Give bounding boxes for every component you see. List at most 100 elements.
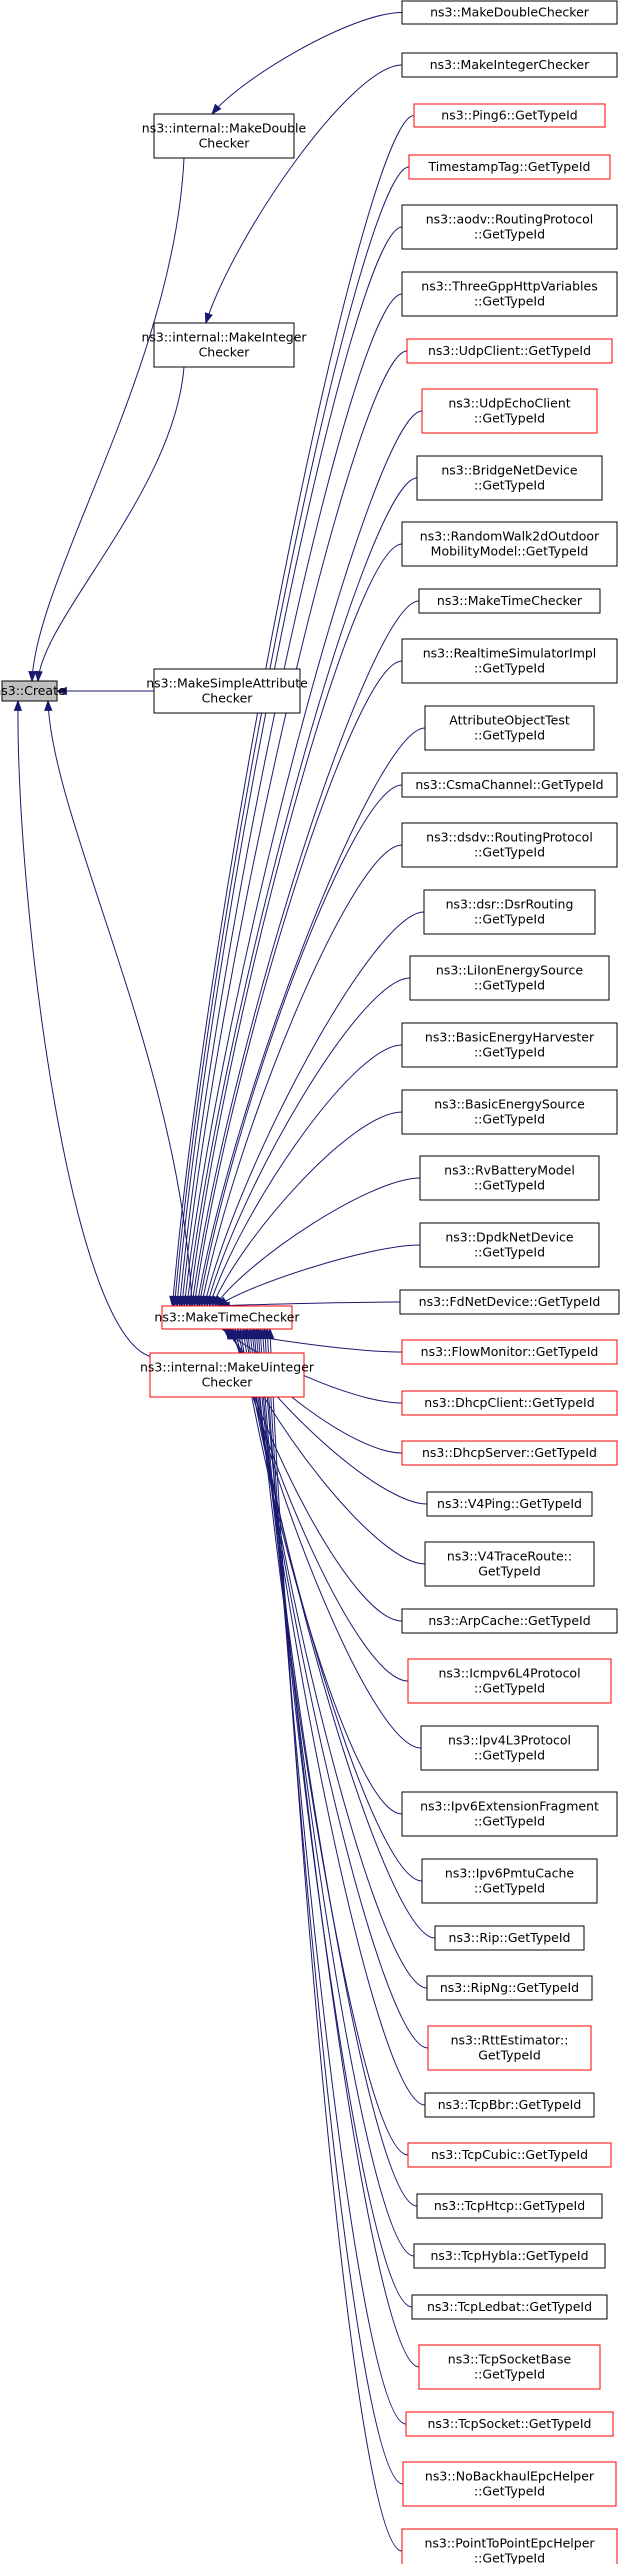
edge-r32-to-mk_time bbox=[242, 1328, 423, 1882]
node-label-line: ::GetTypeId bbox=[474, 661, 545, 676]
node-box bbox=[161, 1305, 293, 1330]
edge-r13-to-mk_time bbox=[196, 727, 426, 1307]
node-label-line: Checker bbox=[202, 1375, 254, 1390]
node-ns3-dsdv-routingprotocol-gettypeid[interactable]: ns3::dsdv::RoutingProtocol::GetTypeId bbox=[401, 822, 618, 868]
node-box bbox=[401, 1022, 618, 1068]
node-ns3-flowmonitor-gettypeid[interactable]: ns3::FlowMonitor::GetTypeId bbox=[401, 1339, 618, 1365]
node-ns3-basicenergyharvester-gettypeid[interactable]: ns3::BasicEnergyHarvester::GetTypeId bbox=[401, 1022, 618, 1068]
node-ns3-tcpcubic-gettypeid[interactable]: ns3::TcpCubic::GetTypeId bbox=[407, 2142, 612, 2168]
node-ns3-tcpsocket-gettypeid[interactable]: ns3::TcpSocket::GetTypeId bbox=[405, 2411, 614, 2437]
node-ns3-makedoublechecker[interactable]: ns3::MakeDoubleChecker bbox=[401, 0, 618, 25]
node-ns3-tcpsocketbase-gettypeid[interactable]: ns3::TcpSocketBase::GetTypeId bbox=[418, 2344, 601, 2390]
node-box bbox=[401, 2528, 618, 2564]
edge-arrowhead bbox=[44, 699, 53, 712]
node-label-line: ns3::V4TraceRoute:: bbox=[447, 1549, 572, 1564]
node-box bbox=[421, 1858, 598, 1904]
node-ns3-ripng-gettypeid[interactable]: ns3::RipNg::GetTypeId bbox=[426, 1975, 593, 2001]
node-ns3-rvbatterymodel-gettypeid[interactable]: ns3::RvBatteryModel::GetTypeId bbox=[419, 1155, 600, 1201]
node-ns3-maketimechecker[interactable]: ns3::MakeTimeChecker bbox=[418, 588, 601, 614]
node-ns3-ping6-gettypeid[interactable]: ns3::Ping6::GetTypeId bbox=[413, 103, 606, 128]
node-label-line: ns3::BasicEnergyHarvester bbox=[425, 1030, 595, 1045]
edge-mk_time-to-create bbox=[47, 700, 193, 1307]
node-ns3-tcphybla-gettypeid[interactable]: ns3::TcpHybla::GetTypeId bbox=[413, 2243, 606, 2269]
node-label-line: ::GetTypeId bbox=[474, 912, 545, 927]
node-timestamptag-gettypeid[interactable]: TimestampTag::GetTypeId bbox=[408, 154, 611, 180]
node-ns3-tcpledbat-gettypeid[interactable]: ns3::TcpLedbat::GetTypeId bbox=[411, 2294, 608, 2320]
node-label-line: ::GetTypeId bbox=[474, 1881, 545, 1896]
node-label-line: ns3::Ipv4L3Protocol bbox=[448, 1733, 571, 1748]
node-ns3-udpclient-gettypeid[interactable]: ns3::UdpClient::GetTypeId bbox=[406, 338, 613, 364]
node-ns3-dpdknetdevice-gettypeid[interactable]: ns3::DpdkNetDevice::GetTypeId bbox=[419, 1222, 600, 1268]
node-label-line: ns3::BasicEnergySource bbox=[434, 1097, 585, 1112]
node-box bbox=[416, 455, 603, 501]
node-ns3-icmpv6l4protocol-gettypeid[interactable]: ns3::Icmpv6L4Protocol::GetTypeId bbox=[407, 1658, 612, 1704]
edge-r37-to-mk_time bbox=[253, 1328, 409, 2156]
node-ns3-fdnetdevice-gettypeid[interactable]: ns3::FdNetDevice::GetTypeId bbox=[399, 1289, 620, 1315]
edge-r16-to-mk_time bbox=[203, 911, 425, 1307]
node-ns3-ipv4l3protocol-gettypeid[interactable]: ns3::Ipv4L3Protocol::GetTypeId bbox=[420, 1725, 599, 1771]
node-box bbox=[401, 772, 618, 798]
node-box bbox=[418, 588, 601, 614]
node-ns3-basicenergysource-gettypeid[interactable]: ns3::BasicEnergySource::GetTypeId bbox=[401, 1089, 618, 1135]
node-ns3-maketimechecker[interactable]: ns3::MakeTimeChecker bbox=[154, 1305, 300, 1330]
node-ns3-csmachannel-gettypeid[interactable]: ns3::CsmaChannel::GetTypeId bbox=[401, 772, 618, 798]
node-label-line: ns3::ThreeGppHttpVariables bbox=[421, 279, 597, 294]
node-ns3-rip-gettypeid[interactable]: ns3::Rip::GetTypeId bbox=[434, 1925, 585, 1951]
edge-r8-to-mk_time bbox=[183, 410, 423, 1307]
node-label-line: ::GetTypeId bbox=[474, 1112, 545, 1127]
node-label-line: ::GetTypeId bbox=[474, 2484, 545, 2499]
node-label-line: ns3::MakeSimpleAttribute bbox=[146, 676, 308, 691]
node-label-line: ns3::FlowMonitor::GetTypeId bbox=[421, 1344, 599, 1359]
edge-r9-to-mk_time bbox=[186, 477, 418, 1307]
node-box bbox=[419, 1222, 600, 1268]
node-ns3-ipv6extensionfragment-gettypeid[interactable]: ns3::Ipv6ExtensionFragment::GetTypeId bbox=[401, 1791, 618, 1837]
node-ns3-v4ping-gettypeid[interactable]: ns3::V4Ping::GetTypeId bbox=[426, 1491, 593, 1517]
node-box bbox=[153, 668, 301, 714]
node-ns3-dsr-dsrrouting-gettypeid[interactable]: ns3::dsr::DsrRouting::GetTypeId bbox=[423, 889, 596, 935]
node-label-line: ::GetTypeId bbox=[474, 2551, 545, 2564]
node-box bbox=[401, 271, 618, 317]
node-label-line: ::GetTypeId bbox=[474, 1681, 545, 1696]
node-ns3-arpcache-gettypeid[interactable]: ns3::ArpCache::GetTypeId bbox=[401, 1608, 618, 1634]
node-attributeobjecttest-gettypeid[interactable]: AttributeObjectTest::GetTypeId bbox=[424, 705, 595, 751]
node-ns3-bridgenetdevice-gettypeid[interactable]: ns3::BridgeNetDevice::GetTypeId bbox=[416, 455, 603, 501]
node-ns3-tcphtcp-gettypeid[interactable]: ns3::TcpHtcp::GetTypeId bbox=[416, 2193, 603, 2219]
node-label-line: ns3::RvBatteryModel bbox=[444, 1163, 575, 1178]
node-box bbox=[416, 2193, 603, 2219]
node-box bbox=[413, 103, 606, 128]
edge-arrowhead bbox=[55, 686, 67, 696]
node-label-line: ns3::FdNetDevice::GetTypeId bbox=[419, 1294, 601, 1309]
node-label-line: ::GetTypeId bbox=[474, 1245, 545, 1260]
node-ns3-realtimesimulatorimpl-gettypeid[interactable]: ns3::RealtimeSimulatorImpl::GetTypeId bbox=[401, 638, 618, 684]
node-ns3-makeintegerchecker[interactable]: ns3::MakeIntegerChecker bbox=[401, 52, 618, 78]
node-ns3-dhcpserver-gettypeid[interactable]: ns3::DhcpServer::GetTypeId bbox=[401, 1440, 618, 1466]
node-ns3-ipv6pmtucache-gettypeid[interactable]: ns3::Ipv6PmtuCache::GetTypeId bbox=[421, 1858, 598, 1904]
node-ns3-internal-makedouble-checker[interactable]: ns3::internal::MakeDoubleChecker bbox=[142, 113, 307, 159]
node-ns3-internal-makeinteger-checker[interactable]: ns3::internal::MakeIntegerChecker bbox=[141, 322, 307, 368]
node-ns3-udpechoclient-gettypeid[interactable]: ns3::UdpEchoClient::GetTypeId bbox=[421, 388, 598, 434]
node-ns3-nobackhaulepchelper-gettypeid[interactable]: ns3::NoBackhaulEpcHelper::GetTypeId bbox=[402, 2461, 617, 2507]
node-label-line: ns3::BridgeNetDevice bbox=[441, 463, 578, 478]
node-ns3-liionenergysource-gettypeid[interactable]: ns3::LiIonEnergySource::GetTypeId bbox=[409, 955, 610, 1001]
node-ns3-dhcpclient-gettypeid[interactable]: ns3::DhcpClient::GetTypeId bbox=[401, 1390, 618, 1416]
node-label-line: ns3::TcpLedbat::GetTypeId bbox=[427, 2299, 592, 2314]
node-ns3-rttestimator-gettypeid[interactable]: ns3::RttEstimator::GetTypeId bbox=[427, 2025, 592, 2071]
node-label-line: ns3::RandomWalk2dOutdoor bbox=[420, 529, 600, 544]
edge-r2-to-mk_integer bbox=[205, 64, 403, 324]
node-ns3-create[interactable]: ns3::Create bbox=[0, 680, 66, 702]
node-ns3-pointtopointepchelper-gettypeid[interactable]: ns3::PointToPointEpcHelper::GetTypeId bbox=[401, 2528, 618, 2564]
edge-r18-to-mk_time bbox=[209, 1044, 403, 1307]
node-ns3-tcpbbr-gettypeid[interactable]: ns3::TcpBbr::GetTypeId bbox=[424, 2092, 595, 2118]
node-ns3-aodv-routingprotocol-gettypeid[interactable]: ns3::aodv::RoutingProtocol::GetTypeId bbox=[401, 204, 618, 250]
node-label-line: ::GetTypeId bbox=[474, 227, 545, 242]
node-ns3-randomwalk2doutdoor-mobilitymodel-gettypeid[interactable]: ns3::RandomWalk2dOutdoorMobilityModel::G… bbox=[401, 521, 618, 567]
node-ns3-threegpphttpvariables-gettypeid[interactable]: ns3::ThreeGppHttpVariables::GetTypeId bbox=[401, 271, 618, 317]
edge-r42-to-mk_time bbox=[264, 1328, 407, 2425]
edge-arrowhead bbox=[204, 312, 213, 325]
node-label-line: ns3::internal::MakeDouble bbox=[142, 121, 307, 136]
node-ns3-v4traceroute-gettypeid[interactable]: ns3::V4TraceRoute::GetTypeId bbox=[424, 1541, 595, 1587]
node-label-line: ns3::ArpCache::GetTypeId bbox=[428, 1613, 590, 1628]
